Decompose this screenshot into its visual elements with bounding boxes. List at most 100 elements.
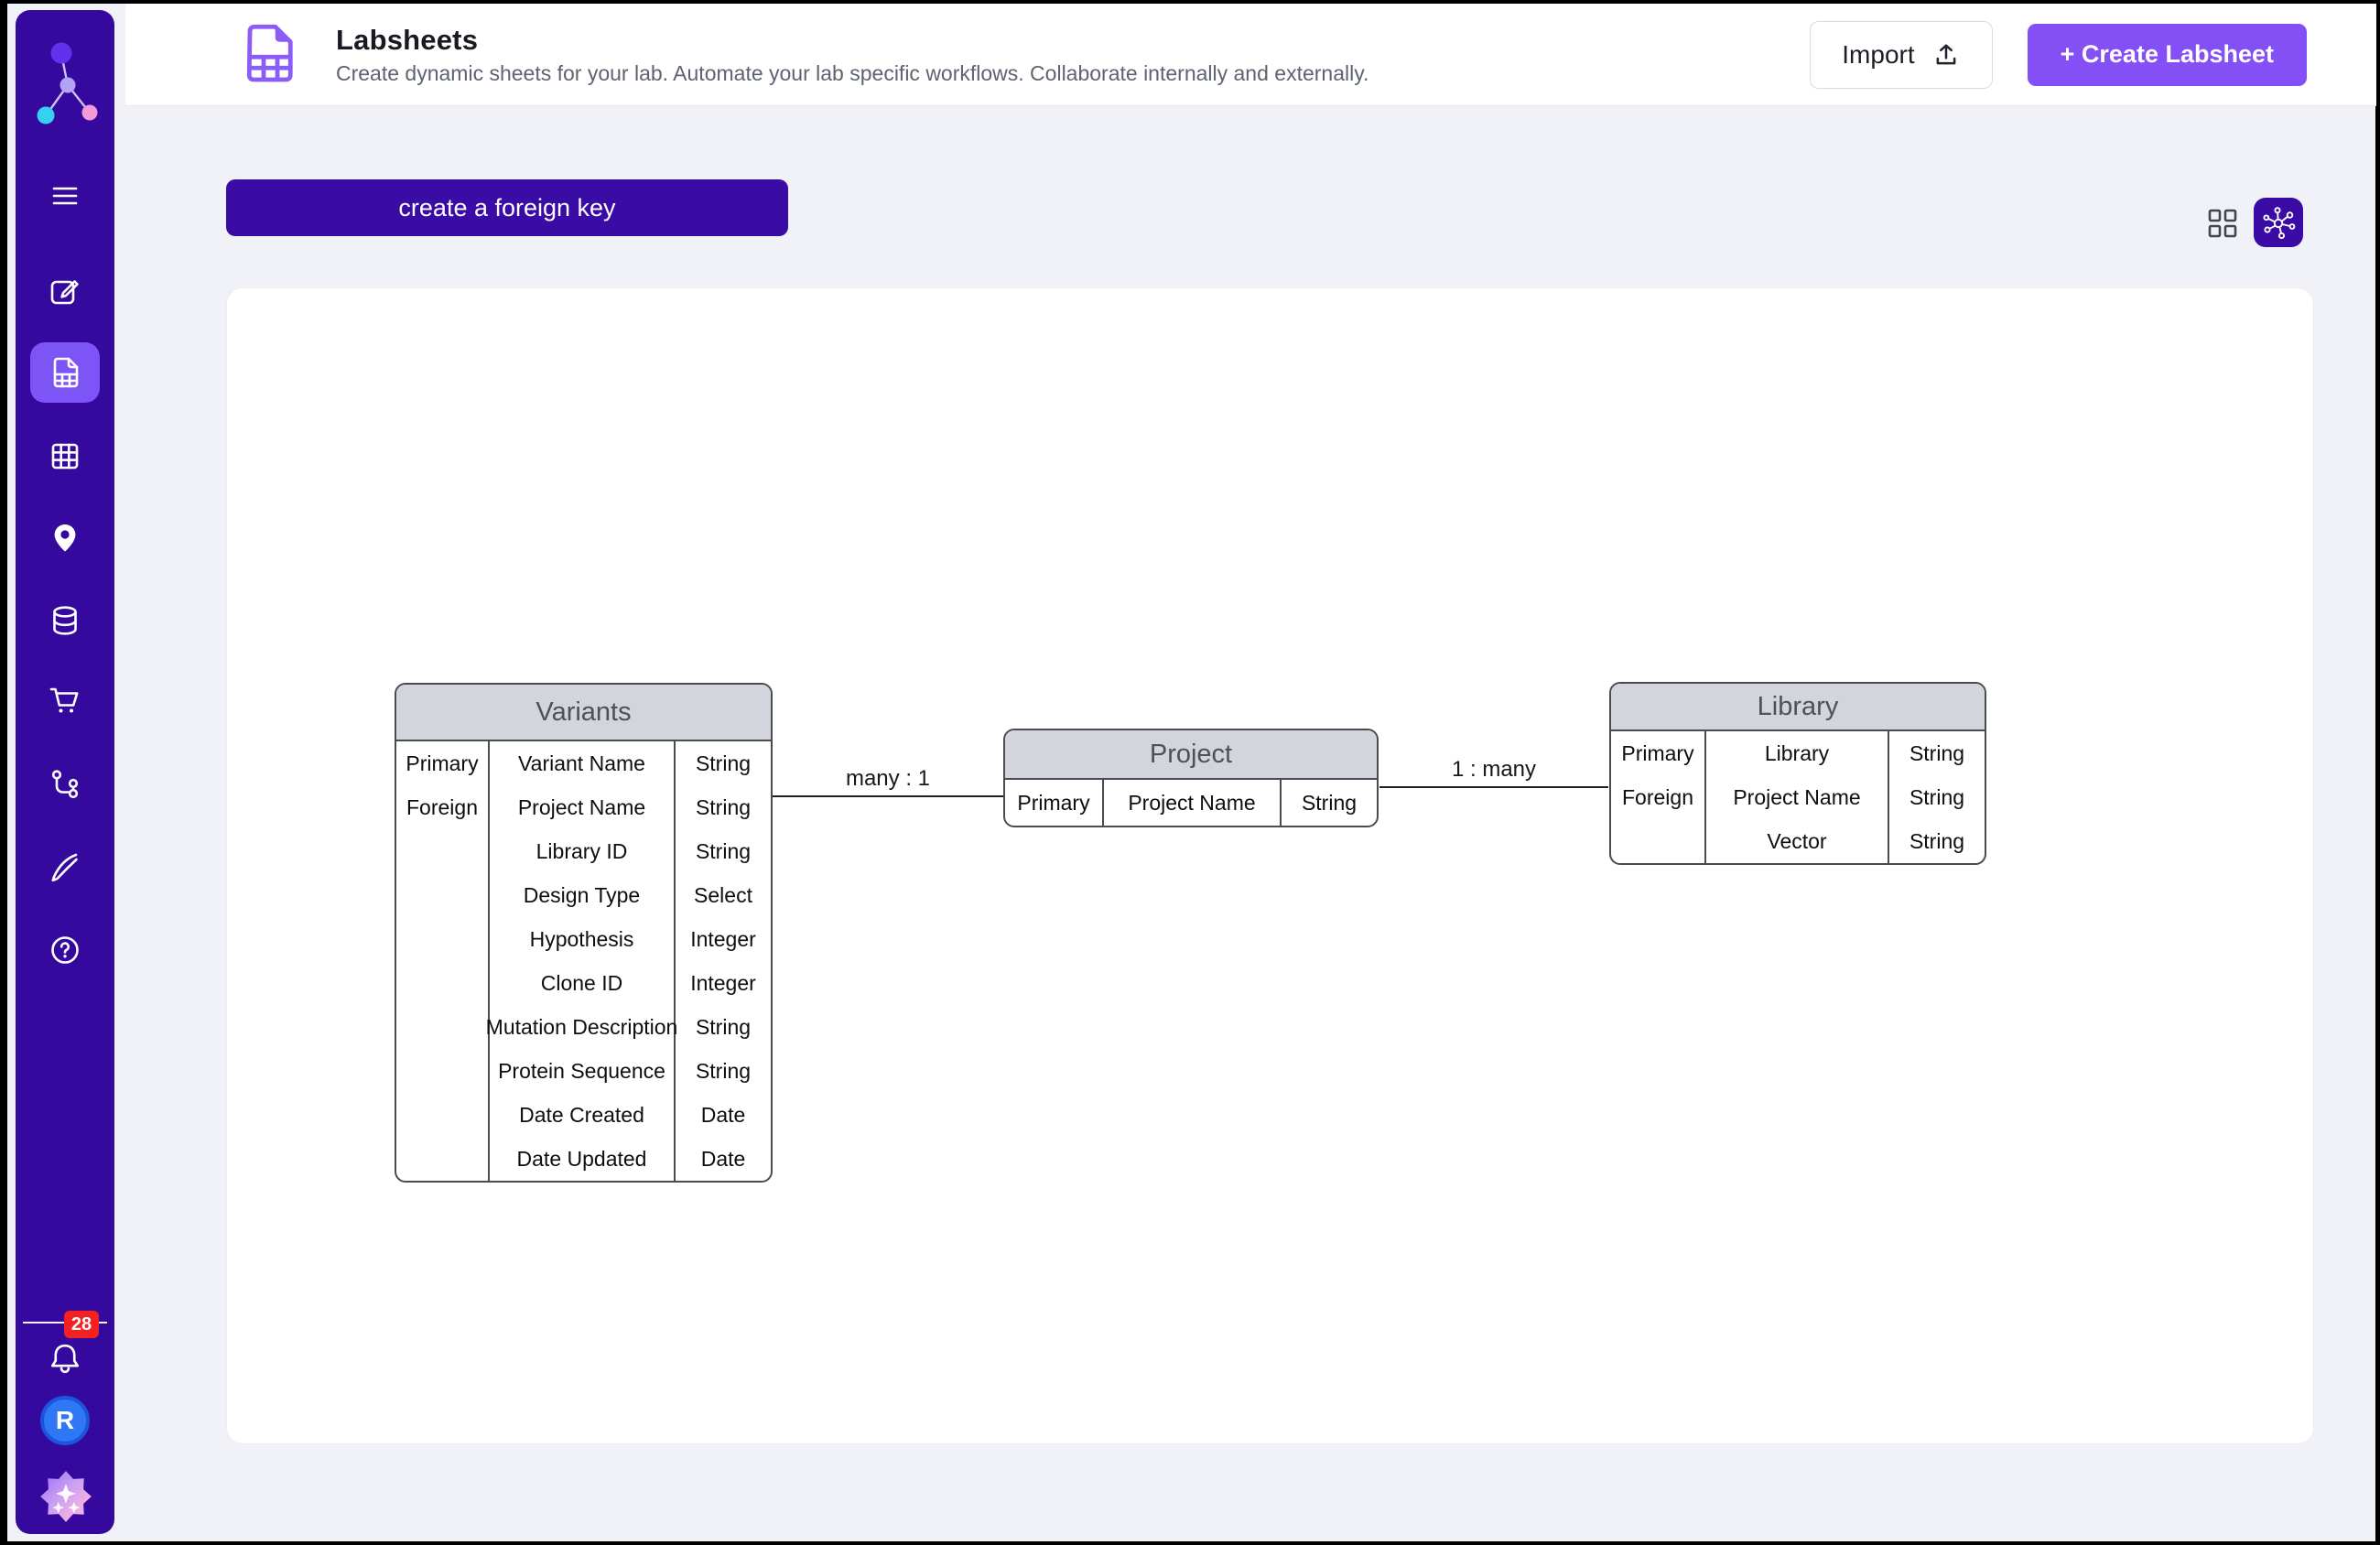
sidebar-item-flow[interactable] <box>36 755 94 814</box>
er-row: Primary Library String <box>1611 731 1985 775</box>
relation-label: 1 : many <box>1451 757 1537 782</box>
er-row: Clone ID Integer <box>396 961 771 1005</box>
er-cell-type: String <box>1909 828 1965 853</box>
er-table-title: Project <box>1005 730 1377 780</box>
er-row: Foreign Project Name String <box>1611 775 1985 819</box>
er-cell-type: Date <box>700 1146 746 1171</box>
er-cell-field: Project Name <box>1102 780 1282 826</box>
grid-view-icon <box>2208 209 2237 238</box>
relation-label: many : 1 <box>845 766 931 791</box>
database-icon <box>47 602 83 639</box>
avatar[interactable]: R <box>40 1396 90 1445</box>
er-cell-field: Design Type <box>488 873 676 917</box>
sidebar-item-menu[interactable] <box>36 167 94 225</box>
import-label: Import <box>1842 39 1915 69</box>
graph-view-icon <box>2263 207 2296 240</box>
sidebar-item-help[interactable] <box>36 921 94 979</box>
molecule-logo-icon <box>37 42 98 124</box>
er-cell-field: Clone ID <box>488 961 676 1005</box>
er-cell-field: Vector <box>1704 819 1889 863</box>
import-button[interactable]: Import <box>1810 20 1993 89</box>
sidebar-item-table-grid[interactable] <box>36 427 94 485</box>
er-cell-key: Foreign <box>1622 784 1693 809</box>
sidebar-item-cart[interactable] <box>36 671 94 729</box>
header-titles: Labsheets Create dynamic sheets for your… <box>336 24 1368 86</box>
sidebar-item-compose[interactable] <box>36 261 94 319</box>
create-labsheet-button[interactable]: + Create Labsheet <box>2027 23 2307 86</box>
er-cell-field: Date Created <box>488 1093 676 1137</box>
er-row: Hypothesis Integer <box>396 917 771 961</box>
page-subtitle: Create dynamic sheets for your lab. Auto… <box>336 60 1369 85</box>
labsheets-doc-icon <box>246 24 293 81</box>
er-row: Vector String <box>1611 819 1985 863</box>
er-cell-key: Primary <box>1017 790 1090 815</box>
er-table-title: Library <box>1611 684 1985 731</box>
er-cell-key <box>396 1093 488 1137</box>
cart-icon <box>47 682 83 718</box>
notification-badge: 28 <box>64 1311 99 1338</box>
sidebar-item-location-pin[interactable] <box>36 509 94 567</box>
menu-icon <box>47 178 83 214</box>
er-cell-key <box>1611 819 1704 863</box>
sidebar: 28 R <box>16 10 114 1534</box>
flow-icon <box>47 766 83 803</box>
er-cell-type: String <box>1909 740 1965 765</box>
er-cell-key <box>396 917 488 961</box>
er-table-project[interactable]: Project Primary Project Name String <box>1003 729 1379 827</box>
topbar: Labsheets Create dynamic sheets for your… <box>125 4 2376 106</box>
er-cell-field: Date Updated <box>488 1137 676 1181</box>
er-cell-type: String <box>695 1058 752 1083</box>
pen-icon <box>47 848 83 884</box>
er-cell-key <box>396 961 488 1005</box>
er-cell-field: Library <box>1704 731 1889 775</box>
er-cell-type: Date <box>700 1102 746 1127</box>
er-cell-type: String <box>1301 790 1358 815</box>
er-cell-type: Integer <box>690 970 756 995</box>
er-cell-key <box>396 1005 488 1049</box>
er-row: Foreign Project Name String <box>396 785 771 829</box>
create-foreign-key-button[interactable]: create a foreign key <box>226 179 788 236</box>
sparkle-badge-icon <box>40 1471 92 1522</box>
rewards-button[interactable] <box>38 1468 94 1525</box>
help-icon <box>47 932 83 968</box>
labsheet-file-icon <box>47 354 83 391</box>
er-cell-type: String <box>1909 784 1965 809</box>
er-cell-key <box>396 1049 488 1093</box>
graph-view-toggle[interactable] <box>2254 198 2303 247</box>
er-cell-key: Foreign <box>406 794 478 819</box>
sidebar-item-labsheet-file[interactable] <box>30 342 100 403</box>
grid-view-toggle[interactable] <box>2206 207 2239 240</box>
er-cell-field: Hypothesis <box>488 917 676 961</box>
er-cell-type: String <box>695 751 752 775</box>
er-table-body: Primary Project Name String <box>1005 780 1377 826</box>
notifications-button[interactable] <box>36 1332 94 1379</box>
er-cell-type: String <box>695 794 752 819</box>
bell-icon <box>50 1344 80 1374</box>
location-pin-icon <box>47 520 83 556</box>
sidebar-item-database[interactable] <box>36 591 94 650</box>
app-logo[interactable] <box>19 30 111 133</box>
page-title: Labsheets <box>336 23 479 56</box>
er-cell-field: Project Name <box>488 785 676 829</box>
er-cell-key <box>396 829 488 873</box>
relation-variants-project: many : 1 <box>773 766 1003 797</box>
er-row: Primary Project Name String <box>1005 780 1377 826</box>
topbar-actions: Import + Create Labsheet <box>1810 20 2307 89</box>
sidebar-item-pen[interactable] <box>36 837 94 895</box>
er-cell-type: Integer <box>690 926 756 951</box>
er-row: Date Updated Date <box>396 1137 771 1181</box>
upload-icon <box>1936 43 1956 64</box>
er-cell-key: Primary <box>1621 740 1694 765</box>
er-cell-type: String <box>695 838 752 863</box>
er-cell-field: Project Name <box>1704 775 1889 819</box>
er-table-title: Variants <box>396 685 771 741</box>
